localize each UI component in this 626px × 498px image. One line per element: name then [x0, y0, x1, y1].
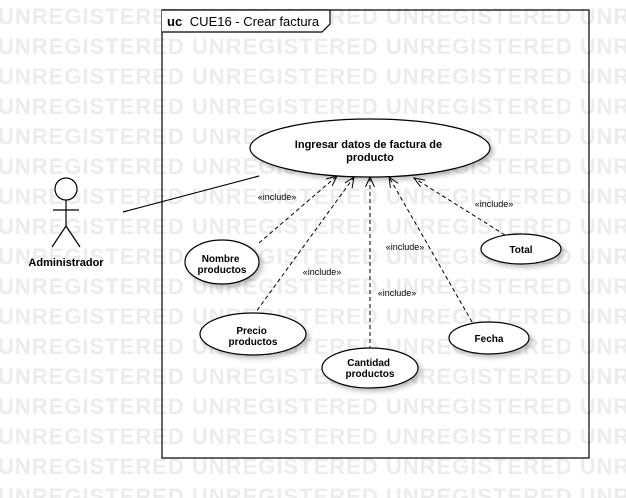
usecase-nombre-productos-label: Nombre productos [198, 254, 247, 276]
usecase-cantidad-productos[interactable]: Cantidad productos [321, 347, 419, 389]
frame-keyword: uc [167, 14, 182, 29]
include-label-cantidad: «include» [378, 288, 417, 298]
frame-tab [162, 9, 331, 33]
usecase-precio-productos-label: Precio productos [229, 326, 278, 348]
frame-name: CUE16 - Crear factura [190, 14, 320, 29]
actor-name: Administrador [28, 257, 104, 269]
usecase-ingresar-datos[interactable]: Ingresar datos de factura de producto [249, 118, 491, 178]
include-label-fecha: «include» [386, 242, 425, 252]
include-nombre[interactable] [258, 175, 338, 244]
actor-administrador[interactable]: Administrador [28, 177, 104, 269]
usecase-total-label: Total [509, 245, 532, 256]
include-label-nombre: «include» [258, 192, 297, 202]
usecase-total[interactable]: Total [480, 233, 562, 265]
actor-left-leg [51, 225, 67, 248]
actor-right-leg [65, 225, 81, 248]
include-relations [252, 175, 506, 350]
system-frame: uc CUE16 - Crear factura [161, 9, 590, 459]
usecase-fecha[interactable]: Fecha [448, 321, 530, 355]
usecase-fecha-label: Fecha [475, 334, 504, 345]
usecase-nombre-productos[interactable]: Nombre productos [184, 239, 260, 285]
actor-head [54, 177, 78, 201]
include-total[interactable] [412, 177, 506, 236]
include-label-total: «include» [475, 199, 514, 209]
include-cantidad[interactable] [365, 175, 375, 350]
usecase-cantidad-productos-label: Cantidad productos [346, 358, 395, 380]
usecase-ingresar-datos-label: Ingresar datos de factura de producto [295, 139, 445, 164]
association-line[interactable] [122, 175, 260, 213]
frame-title: uc CUE16 - Crear factura [167, 14, 320, 29]
include-label-precio: «include» [303, 267, 342, 277]
usecase-precio-productos[interactable]: Precio productos [199, 312, 307, 356]
